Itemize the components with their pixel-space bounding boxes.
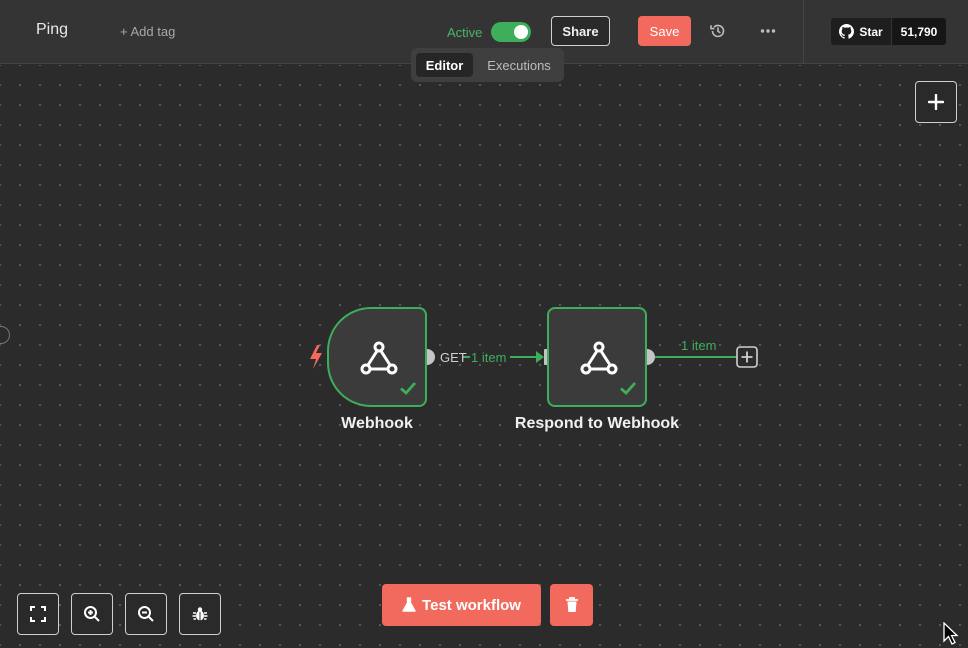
github-star-label: Star [859, 24, 883, 39]
github-star-count[interactable]: 51,790 [892, 18, 946, 45]
webhook-icon [360, 341, 398, 375]
zoom-in-button[interactable] [71, 593, 113, 635]
flask-icon [402, 597, 416, 612]
active-toggle[interactable] [491, 22, 531, 42]
workflow-name[interactable]: Ping [36, 21, 69, 38]
plus-icon [928, 94, 944, 110]
add-node-button[interactable] [915, 81, 957, 123]
history-icon[interactable] [709, 22, 727, 40]
node-respond-label: Respond to Webhook [514, 415, 680, 432]
success-check-icon [400, 382, 417, 395]
toggle-knob [514, 25, 528, 39]
view-tabs: Editor Executions [411, 48, 564, 82]
success-check-icon [620, 382, 637, 395]
node-webhook-label: Webhook [341, 415, 413, 432]
edge-item-count: 1 item [471, 350, 507, 365]
more-options-icon[interactable] [759, 22, 777, 40]
save-button[interactable]: Save [638, 16, 691, 46]
delete-execution-button[interactable] [550, 584, 593, 626]
github-icon [839, 24, 855, 39]
active-label: Active [447, 25, 483, 40]
webhook-output-label: GET [440, 350, 467, 365]
node-respond-to-webhook[interactable] [547, 307, 647, 407]
test-workflow-button[interactable]: Test workflow [382, 584, 541, 626]
tab-editor[interactable]: Editor [416, 53, 473, 77]
test-workflow-label: Test workflow [422, 596, 521, 614]
mouse-cursor-icon [943, 622, 959, 645]
bug-icon [192, 607, 208, 621]
trash-icon [565, 597, 578, 612]
zoom-in-icon [84, 606, 100, 622]
zoom-out-button[interactable] [125, 593, 167, 635]
share-button[interactable]: Share [551, 16, 610, 46]
zoom-to-fit-button[interactable] [17, 593, 59, 635]
zoom-out-icon [138, 606, 154, 622]
header-divider [803, 0, 804, 64]
node-webhook[interactable] [327, 307, 427, 407]
tab-executions[interactable]: Executions [487, 57, 551, 73]
top-bar: Ping + Add tag Active Share Save Star 51… [0, 0, 968, 64]
workflow-canvas[interactable] [0, 65, 968, 648]
webhook-icon [580, 341, 618, 375]
add-tag-link[interactable]: + Add tag [120, 24, 176, 39]
output-item-count: 1 item [681, 338, 717, 353]
debug-button[interactable] [179, 593, 221, 635]
github-star-button[interactable]: Star [831, 18, 891, 45]
fit-view-icon [30, 606, 46, 622]
